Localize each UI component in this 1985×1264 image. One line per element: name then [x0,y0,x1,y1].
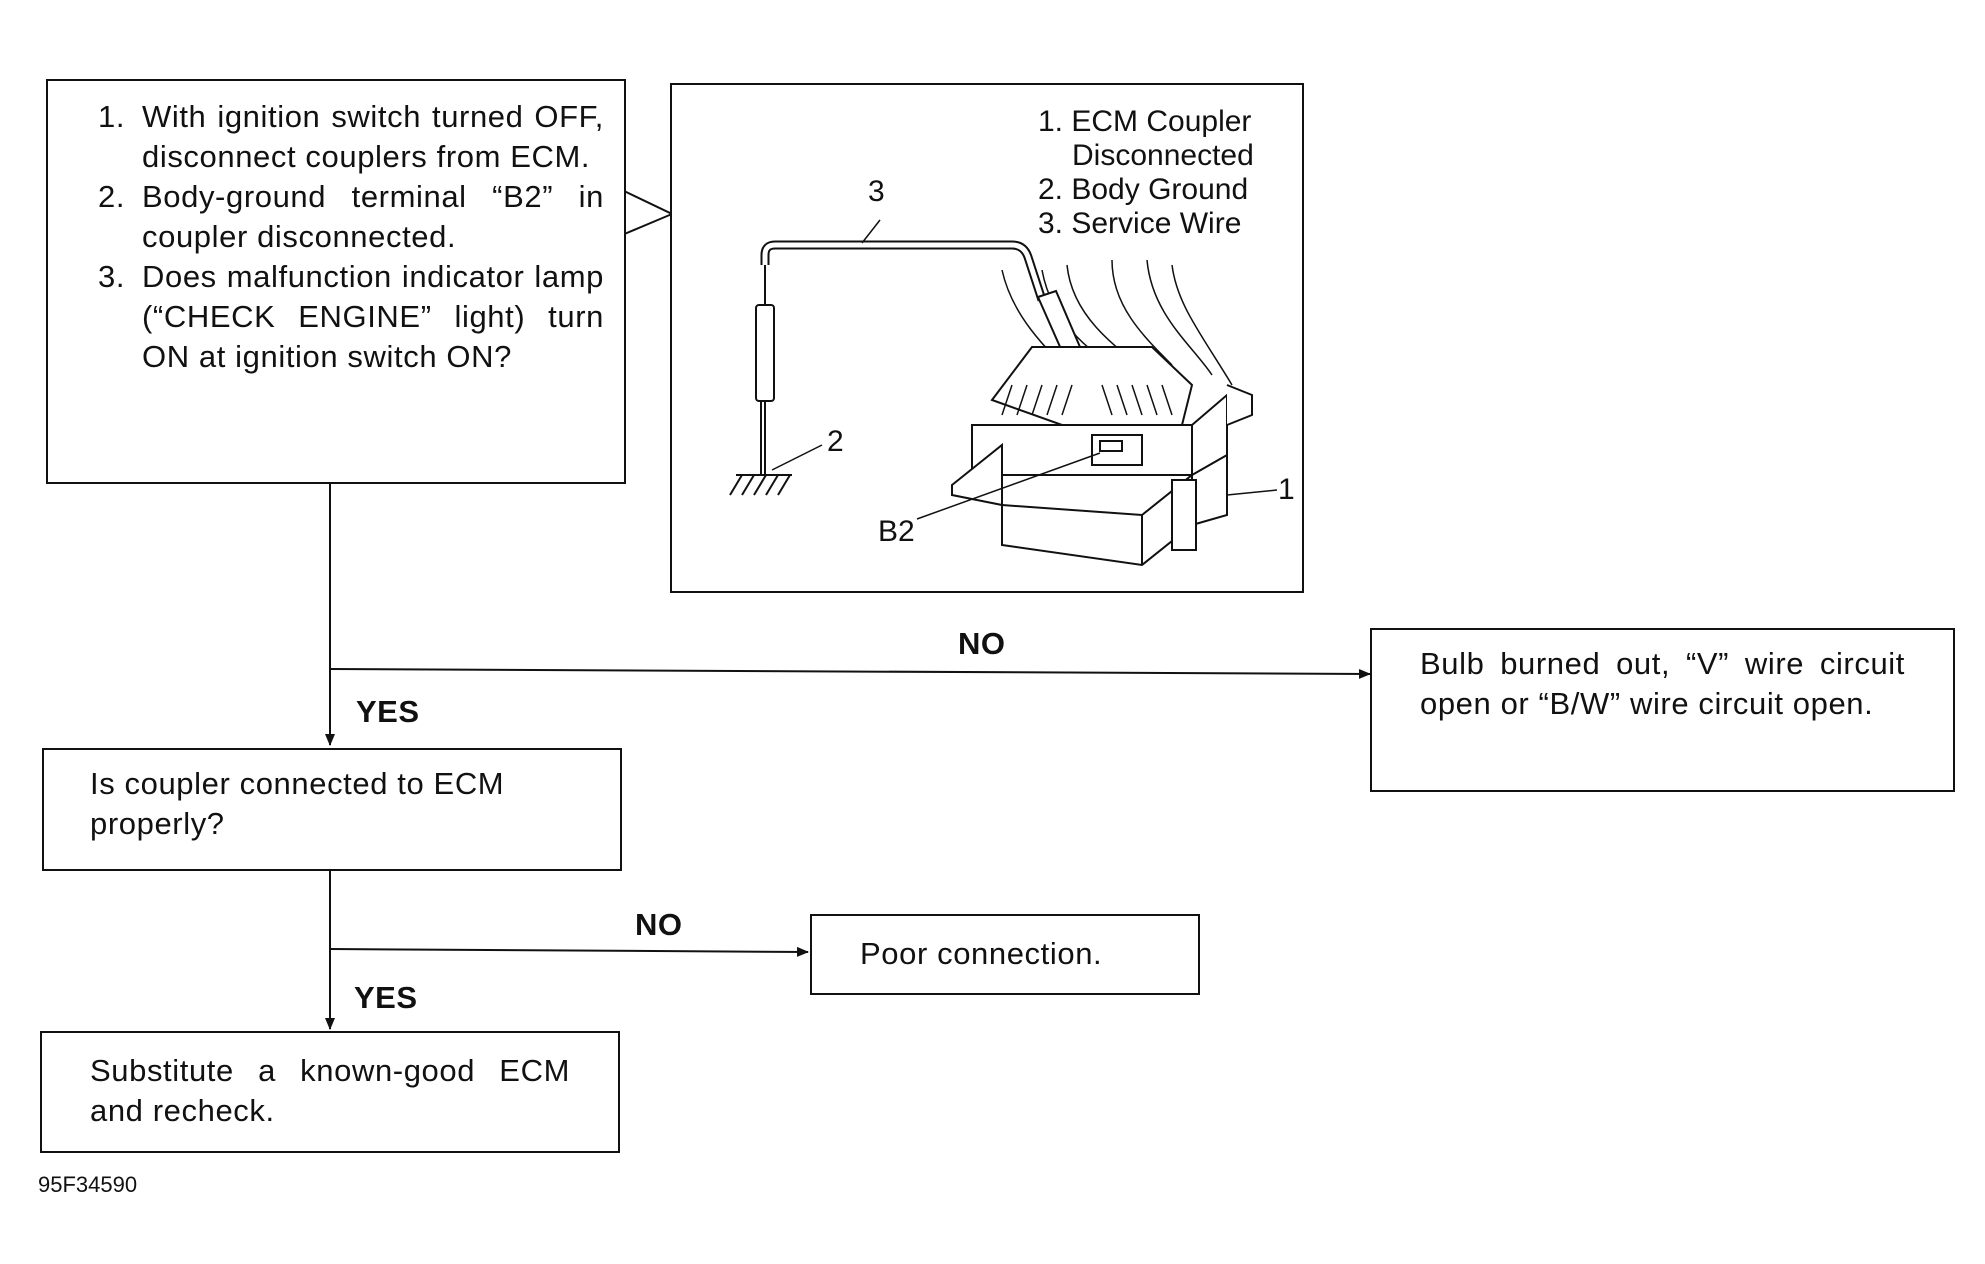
steps-box: 1. With ignition switch turned OFF, disco… [46,79,626,484]
callout-three: 3 [868,175,885,208]
callout-one: 1 [1278,473,1295,506]
callout-b2: B2 [878,515,915,548]
steps-list: 1. With ignition switch turned OFF, disco… [98,97,604,377]
bubble-pointer [621,189,675,236]
coupler-question-text: Is coupler connected to ECM properly? [90,766,505,841]
ecm-coupler [951,346,1253,567]
coupler-ribs [1001,384,1173,416]
step-item: 2. Body-ground terminal “B2” in coupler d… [98,177,604,257]
branch-label-yes: YES [356,694,420,729]
callout-two: 2 [827,425,844,458]
no-arrow-2 [329,946,809,957]
step-text: Body-ground terminal “B2” in coupler dis… [142,179,604,254]
step-number: 1. [98,99,126,134]
step-item: 3. Does malfunction indicator lamp (“CHEC… [98,257,604,377]
ground-symbol [729,474,792,496]
step-number: 3. [98,259,126,294]
step-item: 1. With ignition switch turned OFF, disco… [98,97,604,177]
bulb-outcome-box: Bulb burned out, “V” wire circuit open o… [1370,628,1955,792]
step-number: 2. [98,179,126,214]
coupler-question-box: Is coupler connected to ECM properly? [42,748,622,871]
callout-leaders [771,219,1278,520]
step-text: Does malfunction indicator lamp (“CHECK … [142,259,604,374]
step-text: With ignition switch turned OFF, disconn… [142,99,604,174]
legend-item: 1. ECM Coupler [1038,105,1252,138]
coupler-illustration [729,219,1278,567]
legend-item: 2. Body Ground [1038,173,1249,206]
poor-connection-box: Poor connection. [810,914,1200,995]
substitute-ecm-box: Substitute a known-good ECM and recheck. [40,1031,620,1153]
legend-item: 3. Service Wire [1038,207,1242,240]
branch-label-yes: YES [354,980,418,1015]
illustration-legend: 1. ECM Coupler Disconnected 2. Body Grou… [1038,105,1254,241]
branch-label-no: NO [635,907,683,942]
illustration-box: 1. ECM Coupler Disconnected 2. Body Grou… [670,83,1304,593]
legend-item: Disconnected [1072,139,1254,172]
figure-code: 95F34590 [38,1172,138,1197]
poor-connection-text: Poor connection. [860,936,1103,971]
bulb-outcome-text: Bulb burned out, “V” wire circuit open o… [1420,646,1905,721]
substitute-ecm-text: Substitute a known-good ECM and recheck. [90,1053,570,1128]
branch-label-no: NO [958,626,1006,661]
no-arrow-1 [329,668,1371,679]
